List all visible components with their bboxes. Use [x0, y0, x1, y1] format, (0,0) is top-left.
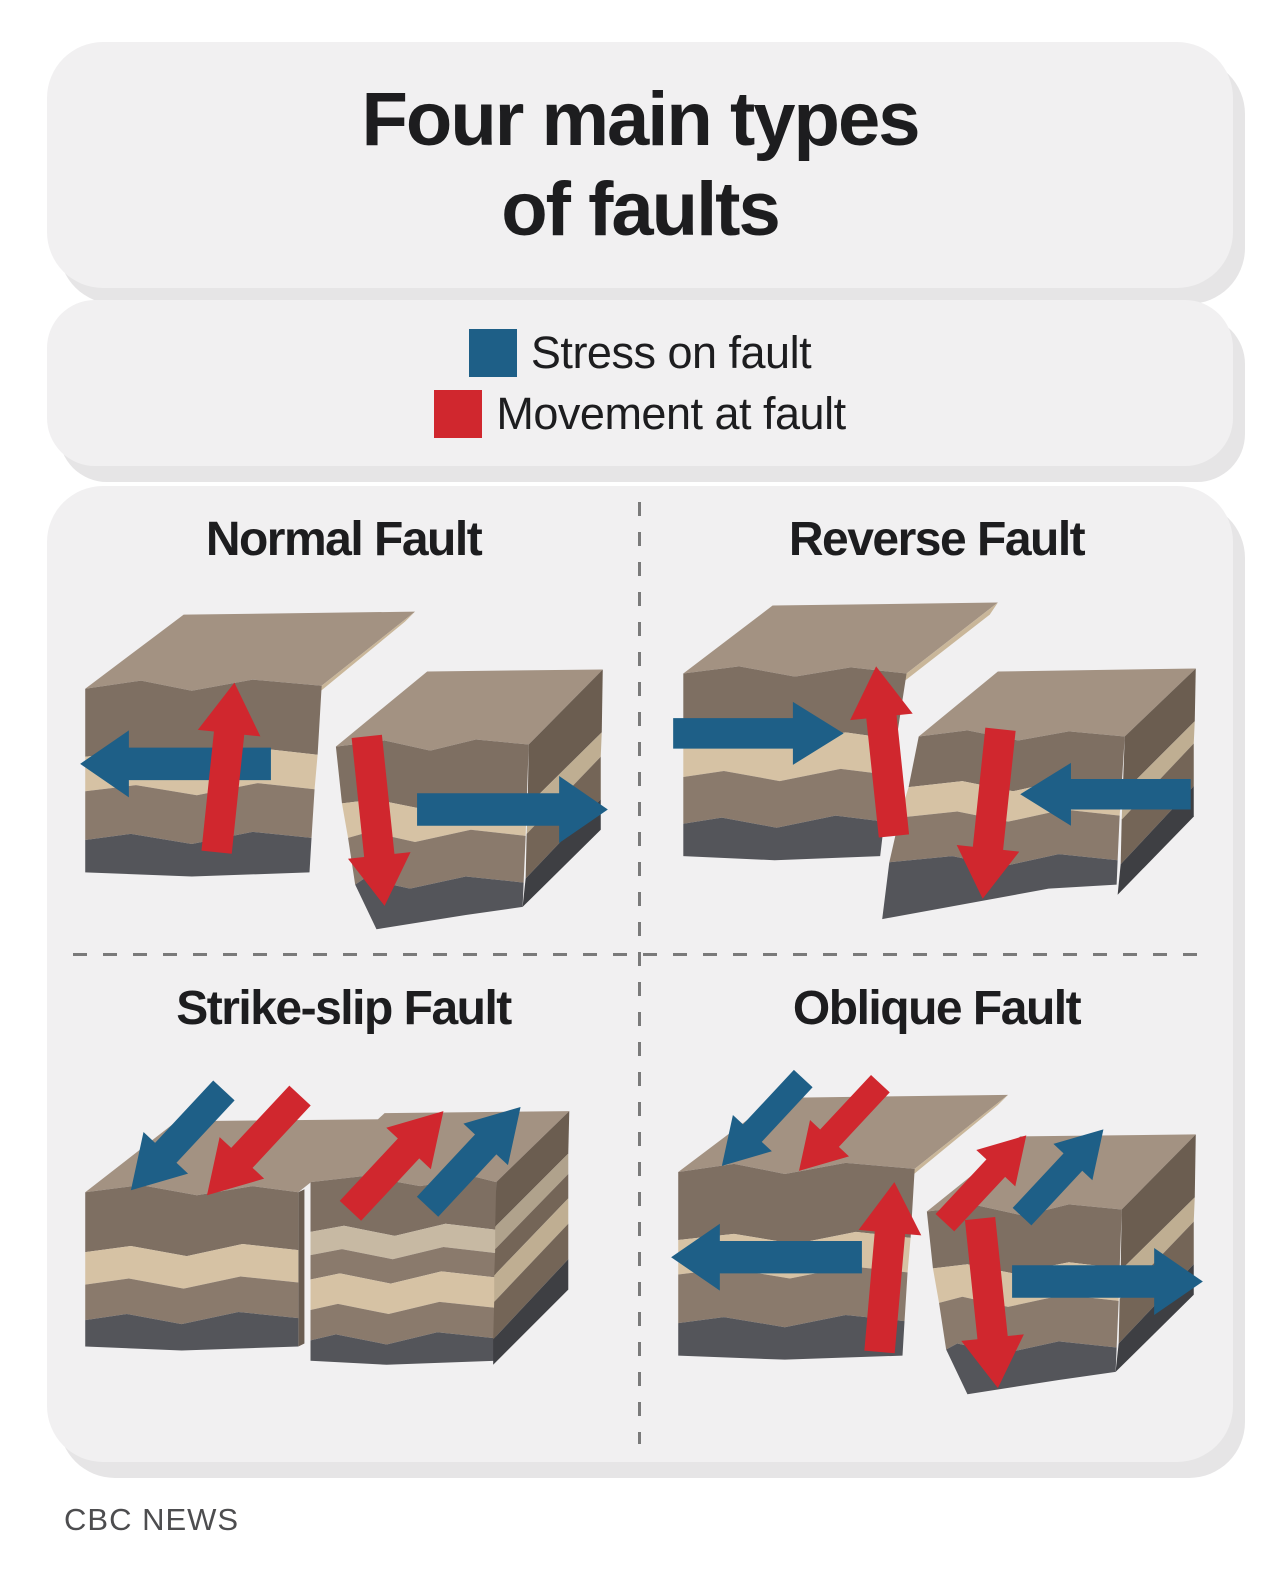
rock-layer-mid [888, 809, 1120, 867]
reverse-fault-diagram [672, 602, 1196, 920]
panel-oblique-fault: Oblique Fault [640, 955, 1233, 1462]
rock-side-upper [494, 1111, 569, 1227]
source-credit: CBC NEWS [64, 1502, 240, 1537]
page-title-line2: of faults [501, 167, 781, 252]
strike-slip-right-block [310, 1111, 569, 1365]
horizontal-dashed-divider [73, 953, 1207, 956]
legend-item-movement: Movement at fault [434, 387, 846, 440]
rock-layer-mid [310, 1247, 496, 1284]
legend-label-stress: Stress on fault [530, 326, 812, 378]
panel-reverse-fault: Reverse Fault [640, 486, 1233, 955]
rock-layer-cream [310, 1271, 496, 1315]
normal-fault-diagram [79, 611, 608, 930]
rock-side-mid2 [492, 1223, 568, 1340]
rock-layer-base [682, 815, 884, 861]
page-title-line1: Four main types [361, 77, 921, 163]
strike-slip-fault-diagram [84, 1069, 569, 1365]
oblique-fault-title: Oblique Fault [792, 982, 1082, 1035]
rock-layer-base [677, 1315, 905, 1360]
rock-layer-mid2 [310, 1301, 496, 1345]
fault-shadow-edge [297, 1189, 304, 1347]
vertical-dashed-divider [638, 502, 641, 1444]
normal-fault-title: Normal Fault [205, 513, 483, 566]
rock-top-surface [918, 668, 1196, 741]
rock-layer-mid [84, 1276, 298, 1325]
rock-side-light [494, 1153, 568, 1250]
fault-plane-sliver [313, 611, 415, 697]
stress-swatch-icon [468, 328, 517, 377]
rock-side-base [1117, 786, 1194, 895]
rock-top-surface [335, 669, 603, 751]
title-card: Four main types of faults [47, 42, 1233, 288]
legend-label-movement: Movement at fault [496, 387, 846, 439]
rock-top-surface [682, 602, 998, 677]
rock-side-upper [527, 669, 603, 806]
strike-slip-fault-title: Strike-slip Fault [176, 982, 512, 1035]
rock-top-surface [84, 611, 415, 691]
rock-layer-upper [677, 1162, 915, 1245]
rock-side-upper [1122, 668, 1196, 794]
fault-grid: Normal Fault [47, 486, 1233, 1462]
oblique-fault-diagram [670, 1060, 1203, 1395]
rock-layer-mid [84, 783, 315, 845]
rock-layer-mid [677, 1266, 908, 1328]
rock-layer-cream [84, 1244, 298, 1289]
panel-normal-fault: Normal Fault [47, 486, 640, 955]
rock-layer-upper [84, 1185, 298, 1257]
movement-swatch-icon [434, 389, 483, 438]
rock-layer-base [84, 831, 312, 877]
rock-layer-upper [84, 679, 322, 761]
fault-plane-sliver [906, 1094, 1008, 1181]
rock-side-mid [493, 1173, 568, 1276]
legend: Stress on fault Movement at fault [47, 300, 1233, 466]
panel-strike-slip-fault: Strike-slip Fault [47, 955, 640, 1462]
rock-layer-base [310, 1332, 496, 1365]
rock-layer-base [354, 876, 524, 930]
rock-side-upper [1120, 1134, 1196, 1271]
normal-left-block [84, 611, 415, 877]
rock-side-cream [493, 1198, 568, 1302]
rock-layer-light [310, 1223, 496, 1260]
rock-layer-mid [682, 768, 890, 828]
rock-side-base [492, 1259, 568, 1365]
reverse-fault-title: Reverse Fault [788, 513, 1086, 566]
legend-item-stress: Stress on fault [468, 326, 812, 379]
fault-diagrams-card: Normal Fault [47, 486, 1233, 1462]
rock-layer-base [84, 1311, 298, 1351]
fault-plane-sliver [897, 602, 998, 686]
rock-layer-base [881, 854, 1118, 920]
